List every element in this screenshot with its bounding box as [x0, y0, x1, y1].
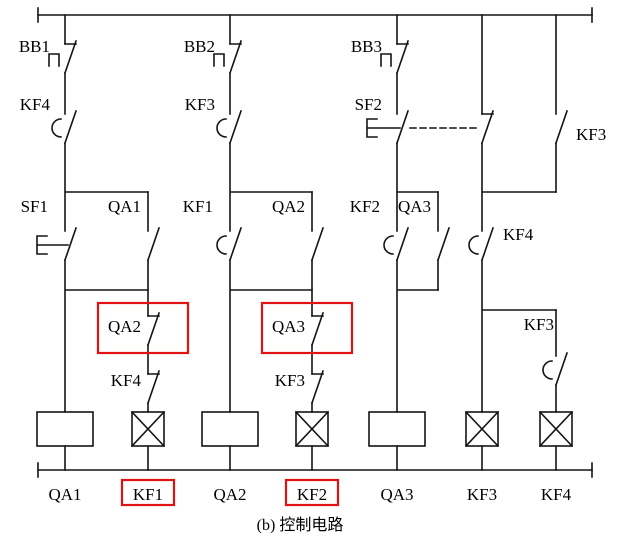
- coil-qa1: [36, 411, 94, 447]
- label-bb3: BB3: [351, 37, 382, 56]
- label-qa1-aux: QA1: [108, 197, 141, 216]
- arc-icon-kf2-aux: [383, 235, 394, 255]
- contact-kf4-interlock: [146, 369, 161, 405]
- coil-kf2-cross-icon: [294, 410, 330, 448]
- coil-kf3-cross-icon: [464, 410, 500, 448]
- label-coil-qa3: QA3: [380, 485, 413, 504]
- highlight-box-qa3-interlock: [260, 301, 354, 355]
- highlight-box-coil-kf1: [120, 478, 176, 507]
- label-coil-kf1: KF1: [133, 485, 163, 504]
- contact-qa2-interlock: [146, 311, 161, 347]
- label-coil-qa2: QA2: [213, 485, 246, 504]
- thermal-relay-icon-bb1: [48, 53, 60, 67]
- coil-kf1: [131, 411, 165, 447]
- coil-qa2: [201, 411, 259, 447]
- label-qa2-aux: QA2: [272, 197, 305, 216]
- branch-qa3-wire: [396, 14, 439, 471]
- label-kf4-interlock: KF4: [111, 371, 142, 390]
- label-kf4-top: KF4: [20, 95, 51, 114]
- coil-kf2: [295, 411, 329, 447]
- contact-bb2: [228, 39, 243, 75]
- coil-kf4: [539, 411, 573, 447]
- contact-qa2-aux: [310, 226, 325, 262]
- pushbutton-icon-sf2: [366, 118, 401, 138]
- arc-icon-kf3-top: [216, 118, 227, 138]
- label-coil-kf2: KF2: [297, 485, 327, 504]
- label-coil-kf4: KF4: [541, 485, 572, 504]
- labels: BB1 BB2 BB3 KF4 KF3 SF2 KF3 SF1 QA1 KF1 …: [19, 37, 606, 534]
- label-sf2: SF2: [355, 95, 382, 114]
- contact-kf3-top: [228, 109, 243, 145]
- contact-kf2-aux: [395, 226, 410, 262]
- label-qa3-aux: QA3: [398, 197, 431, 216]
- contact-bb1: [63, 39, 78, 75]
- contact-bb3: [395, 39, 410, 75]
- label-qa2-interlock: QA2: [108, 317, 141, 336]
- label-kf3-top: KF3: [185, 95, 215, 114]
- figure-caption: (b) 控制电路: [257, 516, 344, 534]
- label-coil-qa1: QA1: [48, 485, 81, 504]
- highlight-box-coil-kf2: [284, 478, 340, 507]
- contact-kf3-right-top: [554, 109, 569, 145]
- contact-kf4-right: [480, 226, 495, 262]
- coil-kf1-cross-icon: [130, 410, 166, 448]
- contact-kf3-right-mid: [554, 351, 569, 387]
- thermal-relay-icon-bb3: [380, 53, 392, 67]
- label-bb2: BB2: [184, 37, 215, 56]
- branch-qa2-wire: [229, 14, 313, 471]
- thermal-relay-icon-bb2: [213, 53, 225, 67]
- label-sf1: SF1: [21, 197, 48, 216]
- coil-qa3: [368, 411, 426, 447]
- label-coil-kf3: KF3: [467, 485, 497, 504]
- arc-icon-kf1-aux: [216, 235, 227, 255]
- contact-kf4-top: [63, 109, 78, 145]
- label-kf4-right: KF4: [503, 225, 534, 244]
- contact-sf1: [63, 226, 78, 262]
- label-kf1-aux: KF1: [183, 197, 213, 216]
- label-qa3-interlock: QA3: [272, 317, 305, 336]
- wires: [36, 7, 593, 478]
- label-kf3-right-mid: KF3: [524, 315, 554, 334]
- highlight-box-qa2-interlock: [96, 301, 190, 355]
- contact-kf3-interlock: [310, 369, 325, 405]
- contact-kf1-aux: [228, 226, 243, 262]
- coil-kf4-cross-icon: [538, 410, 574, 448]
- contact-qa3-aux: [436, 226, 451, 262]
- rail-end-ticks: [37, 7, 593, 478]
- contact-qa3-interlock: [310, 311, 325, 347]
- coil-kf3: [465, 411, 499, 447]
- label-kf2-aux: KF2: [350, 197, 380, 216]
- pushbutton-icon-sf1: [36, 235, 69, 255]
- contact-sf2-linked: [480, 109, 495, 145]
- label-kf3-right-top: KF3: [576, 125, 606, 144]
- arc-icon-kf4-top: [51, 118, 62, 138]
- contact-qa1-aux: [146, 226, 161, 262]
- highlight-boxes: [96, 301, 354, 507]
- branch-kf3-wire: [481, 14, 557, 471]
- contact-sf2: [395, 109, 410, 145]
- branch-qa1-wire: [64, 14, 149, 471]
- arc-icon-kf3-right-mid: [542, 360, 553, 380]
- label-bb1: BB1: [19, 37, 50, 56]
- label-kf3-interlock: KF3: [275, 371, 305, 390]
- arc-icon-kf4-right: [468, 235, 479, 255]
